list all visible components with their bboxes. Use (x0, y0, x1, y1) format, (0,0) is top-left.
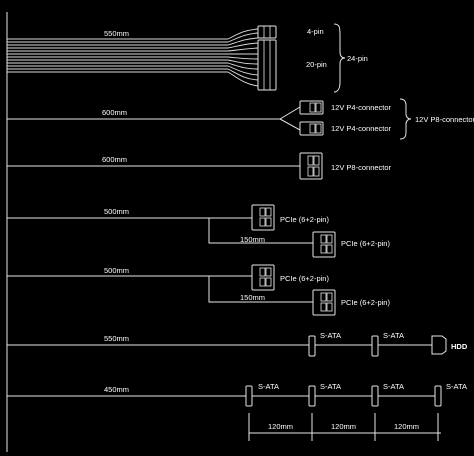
eps-p4-brace (399, 98, 412, 140)
spacing-dimension: 120mm 120mm 120mm (248, 413, 441, 441)
pcie2-connector-a-label: PCIe (6+2-pin) (280, 274, 329, 283)
eps-p8-connector-label: 12V P8-connector (331, 163, 392, 172)
pcie1-connector-b (312, 231, 336, 258)
sata-hdd-connector-a (308, 335, 316, 357)
pcie1-connector-a (251, 204, 275, 231)
sata-hdd-length-label: 550mm (104, 334, 129, 343)
pcie1-connector-b-label: PCIe (6+2-pin) (341, 239, 390, 248)
eps-p8-cable: 600mm 12V P8-connector (7, 152, 392, 180)
hdd-label: HDD (451, 342, 468, 351)
pcie1-branch-length-label: 150mm (240, 235, 265, 244)
pcie2-connector-cells (259, 267, 333, 312)
atx-4pin-connector (257, 25, 277, 39)
sata-hdd-b-label: S-ATA (383, 331, 404, 340)
pcie1-connector-cells (259, 207, 333, 254)
sata-quad-connector-d (434, 385, 442, 407)
eps-p4-cable: 600mm 12V P4-connector 12V P4-connector … (7, 98, 474, 140)
sata-hdd-connector-b (371, 335, 379, 357)
eps-p8-connector (299, 152, 323, 180)
atx-24pin-cable: 550mm 4-pin 20-pin 24-pin (7, 23, 368, 93)
eps-p4-connector-a-label: 12V P4-connector (331, 103, 392, 112)
eps-p4-connector-b (299, 121, 324, 136)
atx-4pin-label: 4-pin (307, 27, 324, 36)
sata-hdd-cable: 550mm S-ATA S-ATA HDD (7, 331, 468, 357)
atx-wire-bundle (7, 28, 259, 87)
pcie2-connector-b (312, 289, 336, 316)
atx-length-label: 550mm (104, 29, 129, 38)
spacing-seg-b-label: 120mm (331, 422, 356, 431)
sata-quad-connector-b (308, 385, 316, 407)
pcie1-connector-a-label: PCIe (6+2-pin) (280, 215, 329, 224)
sata-quad-connector-c (371, 385, 379, 407)
pcie-cable-1: 500mm PCIe (6+2-pin) 150mm PCIe (6+2-pin… (7, 204, 390, 258)
hdd-molex-connector (431, 335, 447, 355)
atx-20pin-label: 20-pin (306, 60, 327, 69)
sata-quad-d-label: S-ATA (446, 382, 467, 391)
pcie1-length-label: 500mm (104, 207, 129, 216)
eps-p4-connector-cells (309, 102, 322, 134)
pcie2-branch-wire (208, 276, 313, 303)
pcie2-branch-length-label: 150mm (240, 293, 265, 302)
eps-p8-connector-cells (307, 155, 320, 177)
atx-20pin-connector (257, 39, 277, 91)
sata-quad-length-label: 450mm (104, 385, 129, 394)
spacing-tick-marks (248, 413, 439, 441)
pcie2-connector-b-label: PCIe (6+2-pin) (341, 298, 390, 307)
pcie1-branch-wire (208, 218, 313, 244)
eps-p4-split-wire (279, 106, 301, 131)
atx-24pin-label: 24-pin (347, 54, 368, 63)
atx-brace (333, 23, 346, 93)
spacing-seg-a-label: 120mm (268, 422, 293, 431)
eps-p4-length-label: 600mm (102, 108, 127, 117)
eps-p4-connector-b-label: 12V P4-connector (331, 124, 392, 133)
sata-quad-c-label: S-ATA (383, 382, 404, 391)
eps-p4-connector-a (299, 100, 324, 115)
pcie2-length-label: 500mm (104, 266, 129, 275)
sata-quad-connector-a (245, 385, 253, 407)
spacing-seg-c-label: 120mm (394, 422, 419, 431)
atx-connector-pin-lines (263, 26, 271, 90)
sata-quad-b-label: S-ATA (320, 382, 341, 391)
eps-p8-length-label: 600mm (102, 155, 127, 164)
sata-quad-a-label: S-ATA (258, 382, 279, 391)
pcie-cable-2: 500mm PCIe (6+2-pin) 150mm PCIe (6+2-pin… (7, 264, 390, 316)
sata-quad-cable: 450mm S-ATA S-ATA S-ATA S-ATA (7, 382, 467, 407)
eps-p4-group-label: 12V P8-connector (415, 115, 474, 124)
pcie2-connector-a (251, 264, 275, 291)
sata-hdd-a-label: S-ATA (320, 331, 341, 340)
